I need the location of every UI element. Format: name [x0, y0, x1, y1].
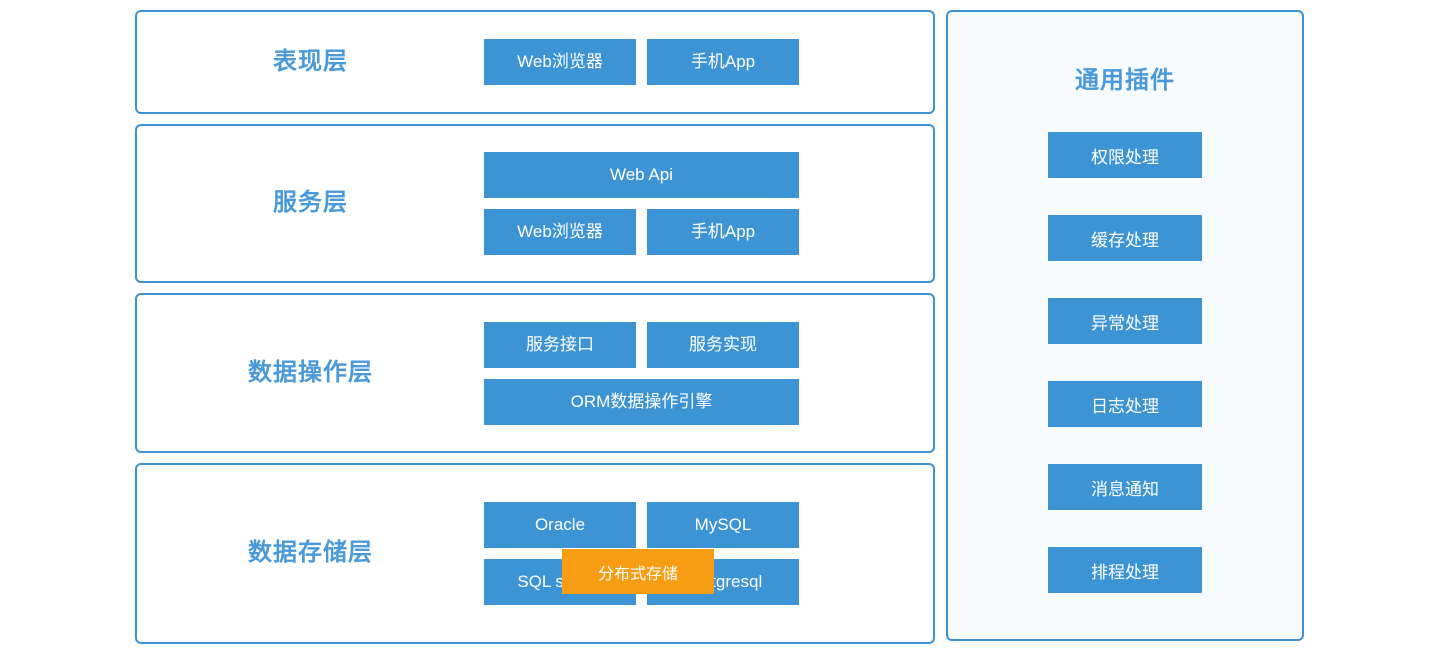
node-mobile-app[interactable]: 手机App — [647, 209, 799, 255]
layer-title-data-operation: 数据操作层 — [248, 358, 373, 386]
node-row: Web浏览器 手机App — [484, 209, 799, 255]
plugin-item-message-notification[interactable]: 消息通知 — [1048, 464, 1202, 510]
node-row: Oracle MySQL — [484, 502, 799, 548]
node-row: Web浏览器 手机App — [484, 39, 799, 85]
plugin-item-cache[interactable]: 缓存处理 — [1048, 215, 1202, 261]
layer-nodes-presentation: Web浏览器 手机App — [484, 39, 933, 85]
node-row: 服务接口 服务实现 — [484, 321, 799, 368]
plugin-panel: 通用插件 权限处理 缓存处理 异常处理 日志处理 消息通知 排程处理 — [946, 10, 1304, 641]
layer-title-data-storage: 数据存储层 — [248, 539, 373, 567]
layer-data-operation: 数据操作层 服务接口 服务实现 ORM数据操作引擎 — [135, 293, 935, 453]
node-mysql[interactable]: MySQL — [647, 502, 799, 548]
layer-title-presentation: 表现层 — [273, 47, 348, 75]
node-row: Web Api — [484, 152, 799, 198]
node-service-interface[interactable]: 服务接口 — [484, 321, 636, 368]
layer-nodes-service: Web Api Web浏览器 手机App — [484, 152, 933, 255]
node-web-browser[interactable]: Web浏览器 — [484, 39, 636, 85]
plugin-item-exception[interactable]: 异常处理 — [1048, 298, 1202, 344]
plugin-list: 权限处理 缓存处理 异常处理 日志处理 消息通知 排程处理 — [1048, 132, 1202, 593]
layer-service: 服务层 Web Api Web浏览器 手机App — [135, 124, 935, 283]
node-distributed-storage[interactable]: 分布式存储 — [562, 549, 714, 594]
node-orm-engine[interactable]: ORM数据操作引擎 — [484, 378, 799, 425]
node-oracle[interactable]: Oracle — [484, 502, 636, 548]
layer-data-storage: 数据存储层 Oracle MySQL SQL server postgresql… — [135, 463, 935, 644]
layer-nodes-data-operation: 服务接口 服务实现 ORM数据操作引擎 — [484, 321, 933, 425]
layer-nodes-data-storage: Oracle MySQL SQL server postgresql 分布式存储 — [484, 502, 933, 605]
node-mobile-app[interactable]: 手机App — [647, 39, 799, 85]
plugin-item-scheduling[interactable]: 排程处理 — [1048, 547, 1202, 593]
node-web-api[interactable]: Web Api — [484, 152, 799, 198]
plugin-item-logging[interactable]: 日志处理 — [1048, 381, 1202, 427]
node-web-browser[interactable]: Web浏览器 — [484, 209, 636, 255]
layer-stack: 表现层 Web浏览器 手机App 服务层 Web Api Web浏览器 手机Ap… — [135, 10, 935, 654]
layer-presentation: 表现层 Web浏览器 手机App — [135, 10, 935, 114]
layer-title-service: 服务层 — [273, 189, 348, 217]
plugin-item-permission[interactable]: 权限处理 — [1048, 132, 1202, 178]
plugin-panel-title: 通用插件 — [1075, 67, 1175, 94]
node-row: ORM数据操作引擎 — [484, 378, 799, 425]
node-service-implementation[interactable]: 服务实现 — [647, 321, 799, 368]
